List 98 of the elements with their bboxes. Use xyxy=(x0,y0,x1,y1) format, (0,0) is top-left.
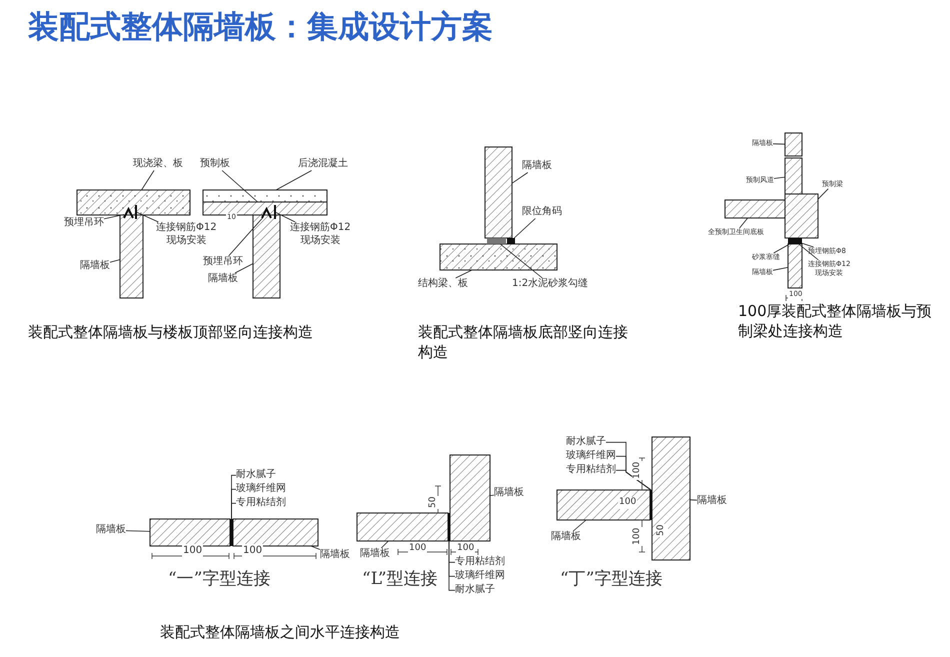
wall-panel xyxy=(356,512,448,542)
drawing-caption: 装配式整体隔墙板底部竖向连接构造 xyxy=(418,323,629,362)
leader-line xyxy=(772,143,786,145)
leader-line xyxy=(380,540,389,548)
wall-panel xyxy=(252,214,280,298)
drawing-caption: 装配式整体隔墙板之间水平连接构造 xyxy=(160,623,401,642)
wall-panel xyxy=(450,454,490,542)
part-label: 1:2水泥砂浆勾缝 xyxy=(512,278,588,290)
wall-panel xyxy=(556,490,650,520)
part-label: 隔墙板 xyxy=(494,487,524,500)
leader-line xyxy=(616,470,652,490)
part-label: 隔墙板 xyxy=(80,260,110,272)
dimension-value: 100 xyxy=(456,543,476,555)
part-label: 隔墙板 xyxy=(697,495,727,508)
part-label: 耐水腻子 xyxy=(566,436,606,448)
leader-line xyxy=(798,244,819,260)
leader-line xyxy=(104,214,124,220)
wall-panel xyxy=(652,436,690,560)
leader-line xyxy=(512,172,528,184)
mortar-joint xyxy=(788,238,802,244)
leader-line xyxy=(276,212,296,222)
part-label: 玻璃纤维网 xyxy=(455,570,505,582)
floor-slab xyxy=(440,244,558,270)
leader-line xyxy=(802,242,814,248)
drawing-caption: 100厚装配式整体隔墙板与预制梁处连接构造 xyxy=(738,302,933,341)
post-cast-concrete xyxy=(202,190,328,202)
wall-panel xyxy=(150,518,230,546)
leader-line xyxy=(774,176,786,179)
leader-line xyxy=(110,259,120,263)
part-label: 玻璃纤维网 xyxy=(566,450,616,462)
dimension-value: 100 xyxy=(242,544,264,557)
leader-line xyxy=(234,263,254,274)
leader-line xyxy=(136,212,159,222)
part-label: 玻璃纤维网 xyxy=(236,483,286,496)
part-label: 耐水腻子 xyxy=(236,469,276,482)
part-label: 预埋吊环 xyxy=(203,256,243,268)
leader-line xyxy=(490,494,494,496)
part-label: 专用粘结剂 xyxy=(236,497,286,510)
dimension-value: 100 xyxy=(632,460,644,480)
page-title: 装配式整体隔墙板：集成设计方案 xyxy=(28,8,493,47)
part-label: 隔墙板 xyxy=(551,531,581,544)
dimension-value: 50 xyxy=(428,496,440,509)
hoisting-ring xyxy=(261,206,272,218)
leader-line xyxy=(141,170,154,190)
part-label: 隔墙板 xyxy=(208,273,238,286)
part-label: 专用粘结剂 xyxy=(455,556,505,568)
part-label: 预埋吊环 xyxy=(64,217,104,230)
leader-line xyxy=(690,499,698,501)
part-label: 预制板 xyxy=(200,158,230,170)
drawing-caption: “一”字型连接 xyxy=(168,568,270,590)
dimension-value: 50 xyxy=(656,524,668,537)
part-label: 隔墙板 xyxy=(96,524,126,536)
dimension-value: 100 xyxy=(408,543,428,555)
leader-line xyxy=(739,218,748,228)
cast-in-place-slab xyxy=(76,190,190,216)
leader-line xyxy=(572,520,586,532)
leader-line xyxy=(448,540,456,591)
part-label: 现浇梁、板 xyxy=(133,158,183,170)
leader-line xyxy=(222,170,258,202)
leader-line xyxy=(455,270,472,278)
part-label: 隔墙板 xyxy=(522,160,552,172)
part-label: 专用粘结剂 xyxy=(566,464,616,476)
drawing-caption: “丁”字型连接 xyxy=(560,568,662,590)
leader-line xyxy=(310,546,320,550)
part-label: 限位角码 xyxy=(522,206,562,218)
wall-panel xyxy=(120,214,144,298)
dimension-value: 100 xyxy=(632,526,644,546)
leader-line xyxy=(500,244,543,278)
leader-line xyxy=(772,267,788,271)
leader-line xyxy=(818,188,829,200)
leader-line xyxy=(276,170,312,190)
hoisting-ring xyxy=(123,206,134,218)
leader-line xyxy=(773,244,790,254)
drawing-caption: 装配式整体隔墙板与楼板顶部竖向连接构造 xyxy=(28,323,314,342)
wall-panel xyxy=(784,132,802,156)
part-label: 隔墙板 xyxy=(320,549,350,562)
part-label: 耐水腻子 xyxy=(455,584,495,596)
panel-joint xyxy=(230,519,233,546)
mortar-joint xyxy=(487,238,506,244)
leader-line xyxy=(514,218,536,238)
angle-clip xyxy=(507,238,515,244)
leader-line xyxy=(231,502,236,520)
precast-beam xyxy=(784,194,818,238)
floor-slab xyxy=(724,200,786,218)
dimension-value: 100 xyxy=(182,544,204,557)
part-label: 隔墙板 xyxy=(360,548,390,560)
part-label: 结构梁、板 xyxy=(418,278,468,290)
air-duct xyxy=(784,158,802,194)
wall-panel xyxy=(484,146,512,238)
part-label: 连接钢筋Φ12 现场安装 xyxy=(290,222,351,247)
dimension-value: 100 xyxy=(618,497,638,509)
drawing-caption: “L”型连接 xyxy=(362,568,438,590)
wall-panel xyxy=(788,244,802,288)
part-label: 后浇混凝土 xyxy=(298,158,348,170)
wall-panel xyxy=(232,518,318,546)
leader-line xyxy=(126,530,150,532)
leader-line xyxy=(228,218,263,256)
part-label: 连接钢筋Φ12 现场安装 xyxy=(156,222,217,247)
